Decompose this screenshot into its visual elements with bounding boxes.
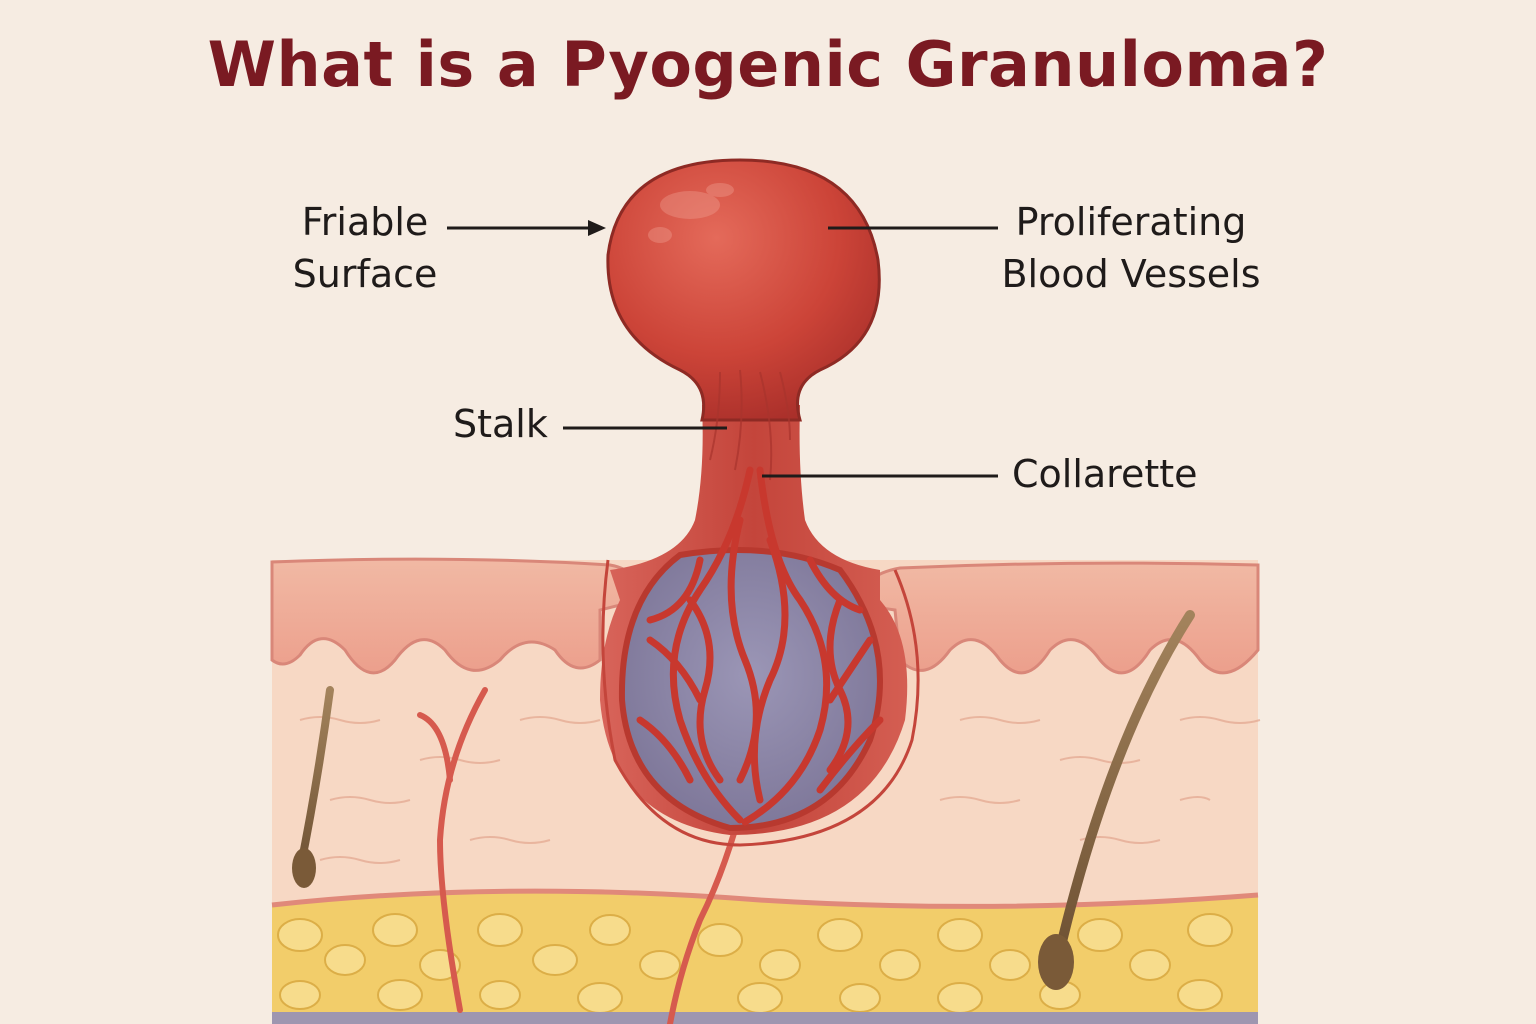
hair-follicles: [292, 610, 1195, 990]
label-prolif-line-1: Proliferating: [1015, 200, 1247, 244]
label-friable-surface: Friable Surface: [272, 196, 458, 300]
label-stalk: Stalk: [453, 402, 548, 446]
dermal-vessels: [417, 687, 738, 1024]
label-collarette: Collarette: [1012, 452, 1198, 496]
epidermis-left: [270, 557, 642, 675]
proliferating-vessel-network: [636, 466, 884, 826]
label-proliferating-blood-vessels: Proliferating Blood Vessels: [990, 196, 1272, 300]
friable-surface-arrowhead: [588, 220, 606, 236]
friable-surface-texture: [648, 183, 734, 243]
leader-lines: [447, 220, 998, 478]
label-friable-line-2: Surface: [292, 252, 438, 296]
lesion-head: [606, 158, 881, 422]
label-prolif-line-2: Blood Vessels: [1001, 252, 1261, 296]
epidermis-right: [858, 561, 1260, 675]
page-title: What is a Pyogenic Granuloma?: [207, 28, 1329, 101]
label-friable-line-1: Friable: [301, 200, 429, 244]
